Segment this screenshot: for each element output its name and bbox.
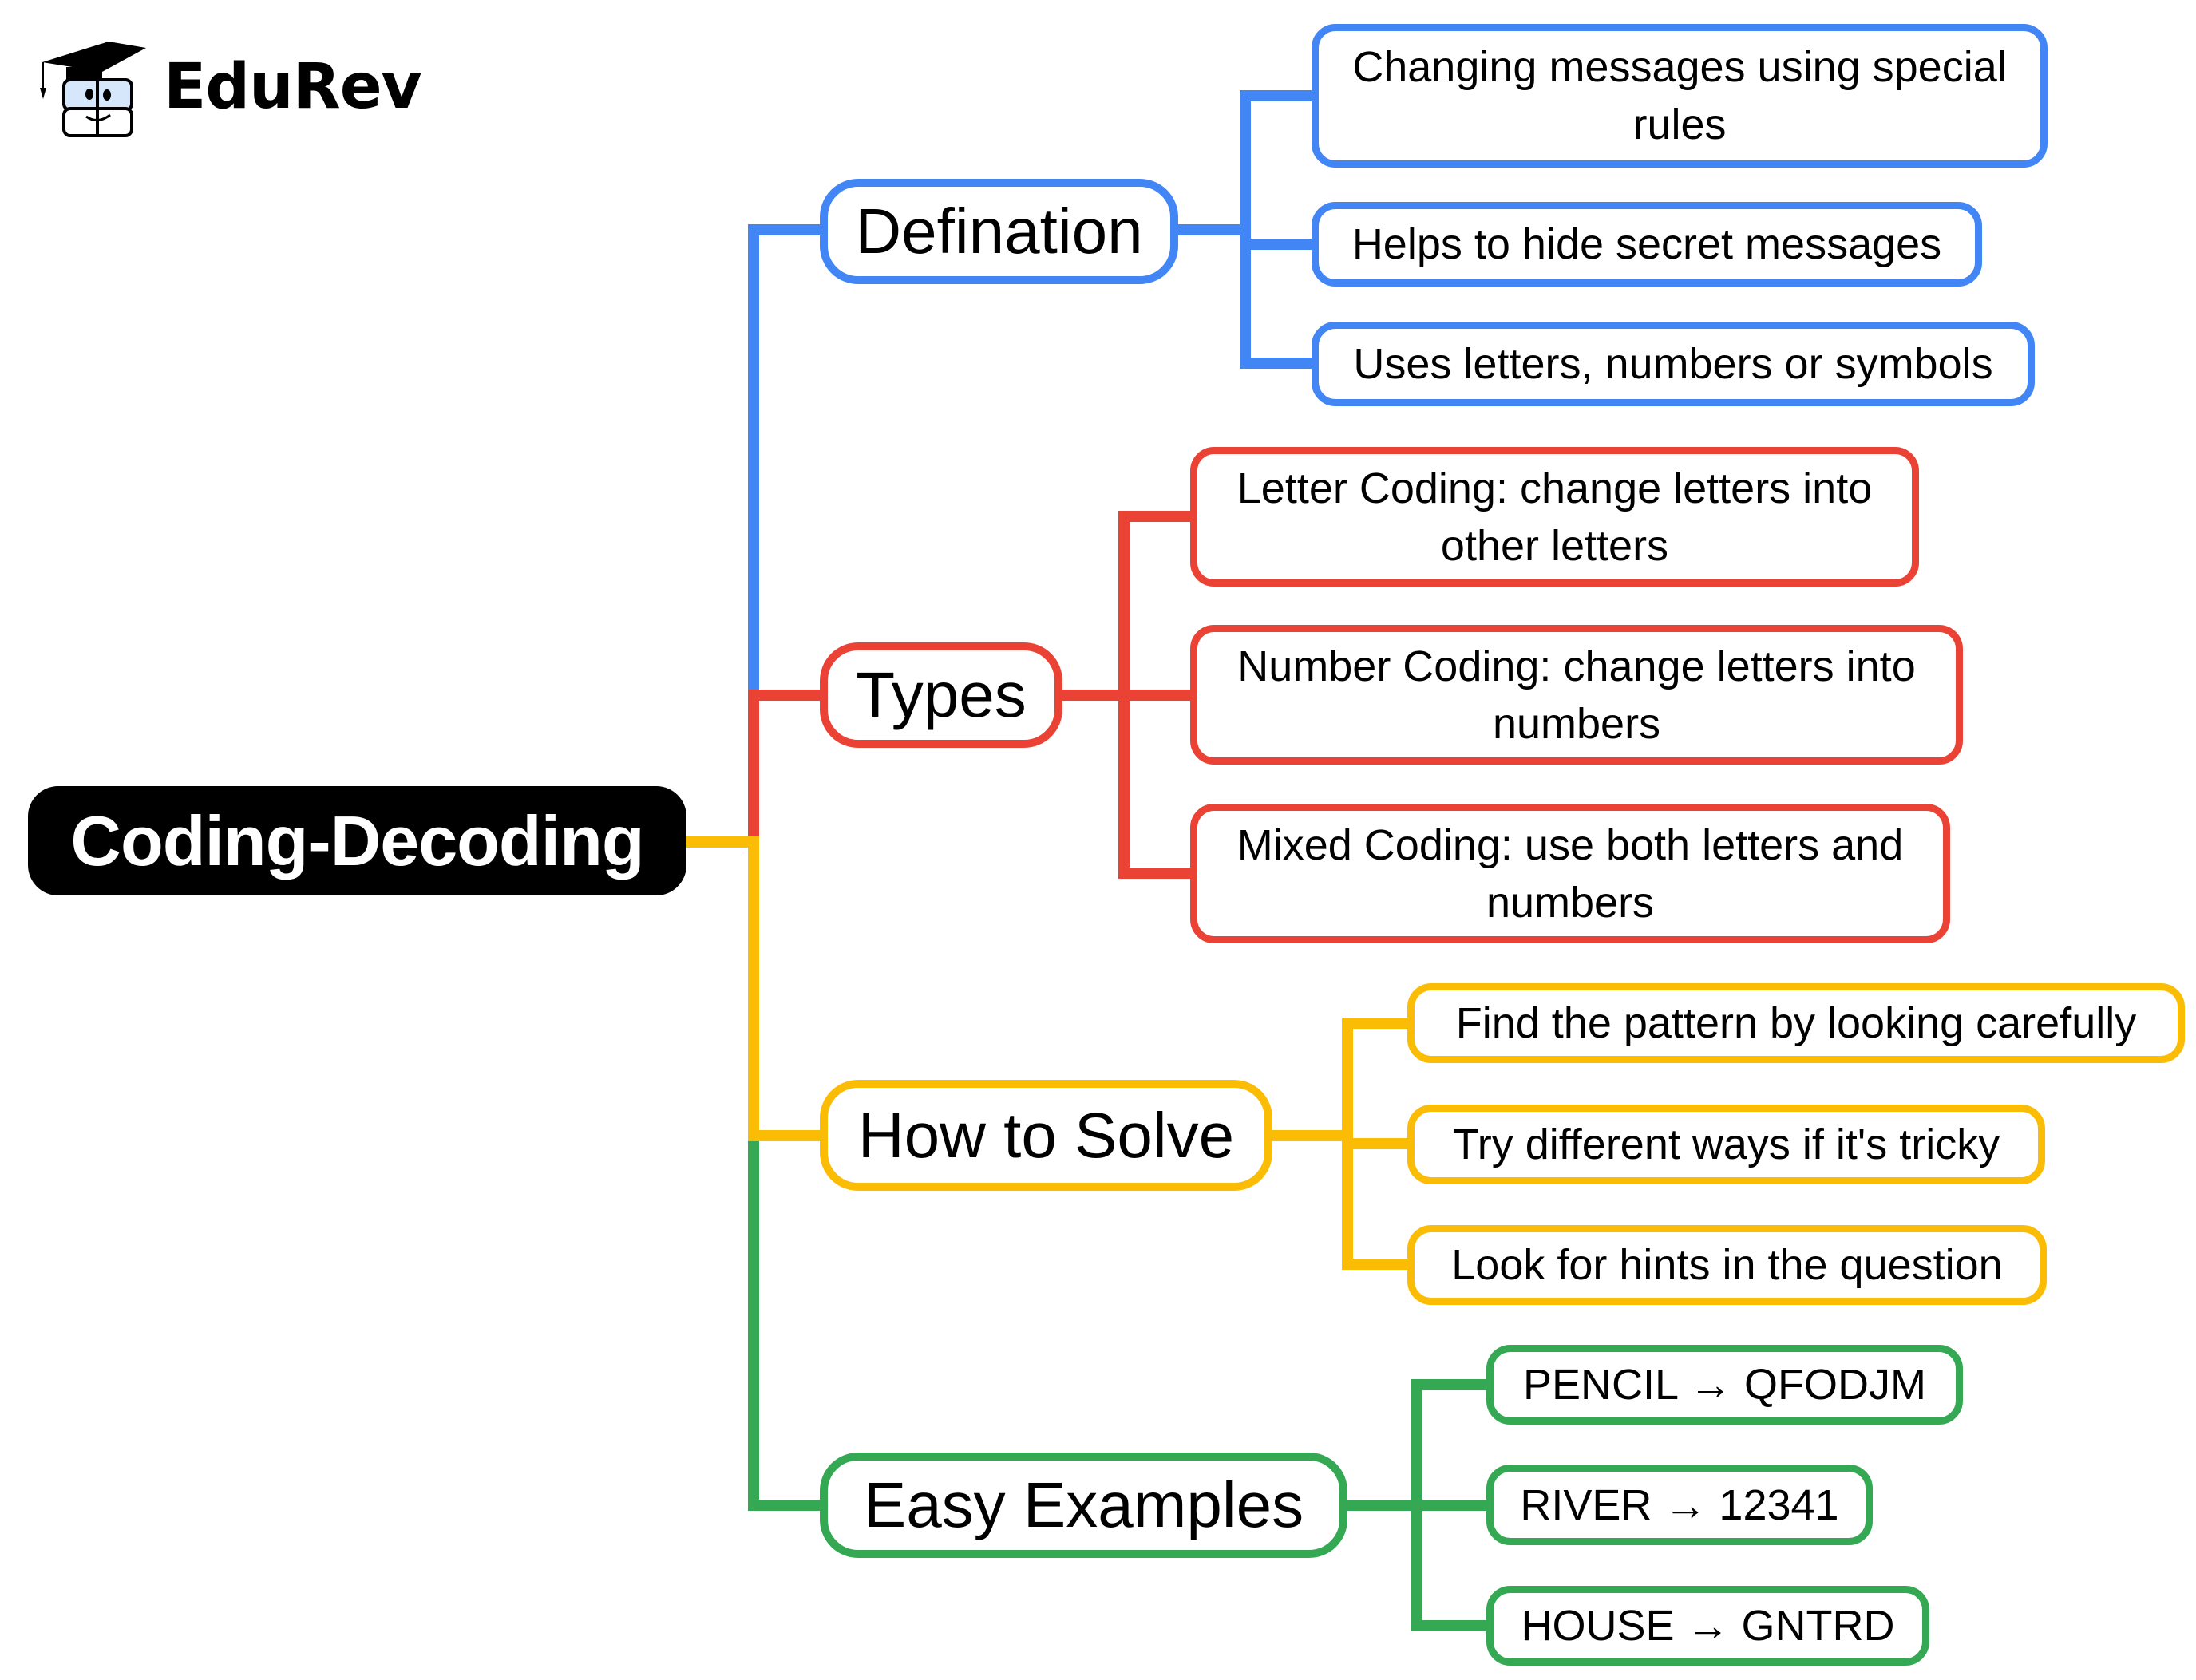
definition-item[interactable]: Changing messages using special rules	[1312, 24, 2048, 168]
how-to-solve-item[interactable]: Try different ways if it's tricky	[1407, 1105, 2045, 1184]
item-label: Number Coding: change letters into numbe…	[1237, 642, 1916, 748]
branch-types[interactable]: Types	[820, 642, 1062, 748]
item-label: Find the pattern by looking carefully	[1455, 999, 2137, 1047]
how-to-solve-item[interactable]: Find the pattern by looking carefully	[1407, 983, 2185, 1063]
item-label: Try different ways if it's tricky	[1452, 1121, 2000, 1168]
definition-item[interactable]: Helps to hide secret messages	[1312, 202, 1982, 287]
types-item[interactable]: Number Coding: change letters into numbe…	[1190, 625, 1963, 765]
item-label: Mixed Coding: use both letters and numbe…	[1236, 820, 1904, 927]
example-item[interactable]: HOUSE → GNTRD	[1486, 1586, 1929, 1666]
item-label: Changing messages using special rules	[1352, 43, 2007, 148]
branch-definition[interactable]: Defination	[820, 179, 1178, 284]
example-item[interactable]: PENCIL → QFODJM	[1486, 1345, 1963, 1425]
item-label: Uses letters, numbers or symbols	[1353, 340, 1993, 388]
root-node[interactable]: Coding-Decoding	[28, 786, 686, 895]
item-label: Letter Coding: change letters into other…	[1236, 464, 1873, 570]
item-label: RIVER → 12341	[1520, 1480, 1839, 1529]
branch-label: Easy Examples	[863, 1469, 1304, 1540]
definition-item[interactable]: Uses letters, numbers or symbols	[1312, 322, 2035, 406]
edurev-logo-icon	[40, 42, 146, 137]
item-label: HOUSE → GNTRD	[1521, 1602, 1895, 1650]
branch-examples[interactable]: Easy Examples	[820, 1453, 1347, 1558]
branch-label: Types	[856, 659, 1027, 730]
branch-label: Defination	[855, 196, 1143, 267]
branch-label: How to Solve	[857, 1099, 1235, 1171]
brand-name: EduRev	[164, 51, 421, 123]
root-label: Coding-Decoding	[70, 800, 644, 880]
item-label: PENCIL → QFODJM	[1522, 1361, 1927, 1409]
how-to-solve-item[interactable]: Look for hints in the question	[1407, 1225, 2047, 1305]
item-label: Helps to hide secret messages	[1351, 220, 1942, 268]
branch-how-to-solve[interactable]: How to Solve	[820, 1080, 1272, 1191]
example-item[interactable]: RIVER → 12341	[1486, 1465, 1873, 1545]
item-label: Look for hints in the question	[1451, 1241, 2003, 1289]
types-item[interactable]: Letter Coding: change letters into other…	[1190, 447, 1919, 587]
types-item[interactable]: Mixed Coding: use both letters and numbe…	[1190, 804, 1950, 943]
